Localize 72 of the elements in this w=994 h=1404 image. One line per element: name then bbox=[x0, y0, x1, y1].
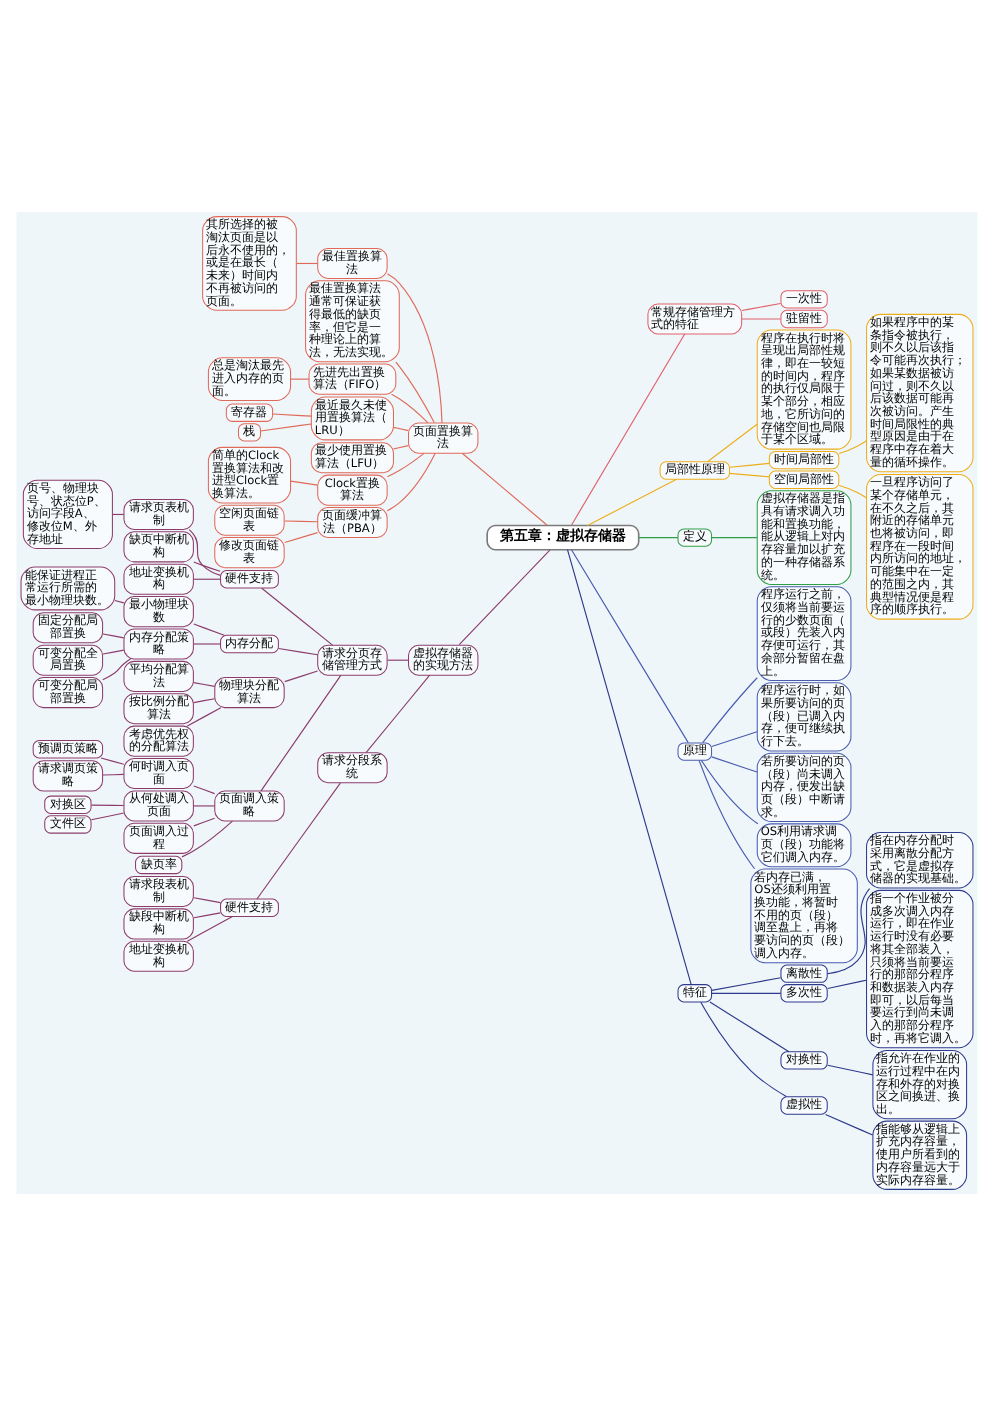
connector bbox=[295, 261, 319, 264]
connector bbox=[272, 412, 312, 416]
connector bbox=[386, 658, 409, 660]
connector bbox=[838, 483, 867, 498]
connector bbox=[395, 360, 435, 423]
connector bbox=[638, 536, 679, 538]
connector bbox=[702, 676, 758, 743]
connector bbox=[193, 896, 221, 903]
connector bbox=[102, 772, 125, 775]
connector bbox=[386, 451, 436, 511]
connector bbox=[458, 548, 551, 645]
connector bbox=[709, 1000, 790, 1052]
connector bbox=[390, 392, 429, 423]
connector bbox=[193, 577, 221, 579]
connector bbox=[284, 531, 319, 543]
connector bbox=[90, 811, 125, 820]
connector bbox=[90, 803, 125, 806]
connector bbox=[700, 758, 759, 824]
connector bbox=[256, 781, 341, 899]
connector bbox=[188, 528, 221, 575]
connector bbox=[278, 646, 319, 655]
connector bbox=[386, 451, 425, 477]
connector bbox=[193, 697, 216, 703]
connector bbox=[290, 479, 319, 485]
connector bbox=[707, 422, 758, 462]
connector bbox=[586, 477, 678, 526]
connector bbox=[461, 451, 548, 525]
connector bbox=[700, 1000, 787, 1097]
connector bbox=[186, 914, 233, 941]
connector bbox=[102, 648, 125, 654]
connector bbox=[741, 317, 782, 319]
connector bbox=[566, 548, 692, 985]
connector bbox=[193, 804, 216, 806]
connector bbox=[261, 586, 334, 645]
connector bbox=[827, 1063, 874, 1075]
connector bbox=[827, 978, 867, 989]
connector bbox=[102, 657, 131, 680]
connector bbox=[284, 519, 319, 522]
connector bbox=[698, 758, 756, 869]
connector bbox=[193, 622, 225, 635]
connector bbox=[728, 471, 770, 477]
connector bbox=[100, 756, 125, 764]
connector bbox=[711, 536, 758, 538]
connector bbox=[711, 755, 758, 772]
connector bbox=[193, 784, 216, 794]
connector bbox=[193, 911, 221, 918]
connector bbox=[728, 461, 770, 467]
connector bbox=[260, 422, 312, 431]
connector bbox=[365, 673, 431, 752]
connector bbox=[741, 301, 782, 311]
connector bbox=[824, 1112, 874, 1135]
connector bbox=[393, 444, 410, 449]
connector bbox=[181, 819, 233, 857]
connector bbox=[711, 976, 782, 990]
connector bbox=[570, 332, 686, 525]
connector bbox=[114, 598, 125, 603]
connector bbox=[193, 681, 216, 686]
connector bbox=[193, 560, 221, 571]
connector bbox=[711, 991, 782, 993]
connector bbox=[838, 439, 868, 454]
connector bbox=[284, 669, 319, 682]
connector bbox=[393, 425, 410, 431]
connector bbox=[826, 886, 871, 974]
connector bbox=[571, 548, 689, 743]
connector bbox=[102, 632, 125, 638]
connector bbox=[386, 272, 443, 423]
connector bbox=[711, 730, 758, 747]
connector bbox=[290, 377, 310, 379]
connector bbox=[193, 642, 221, 644]
connector bbox=[193, 816, 216, 826]
connector bbox=[260, 673, 342, 791]
connector bbox=[186, 706, 222, 726]
